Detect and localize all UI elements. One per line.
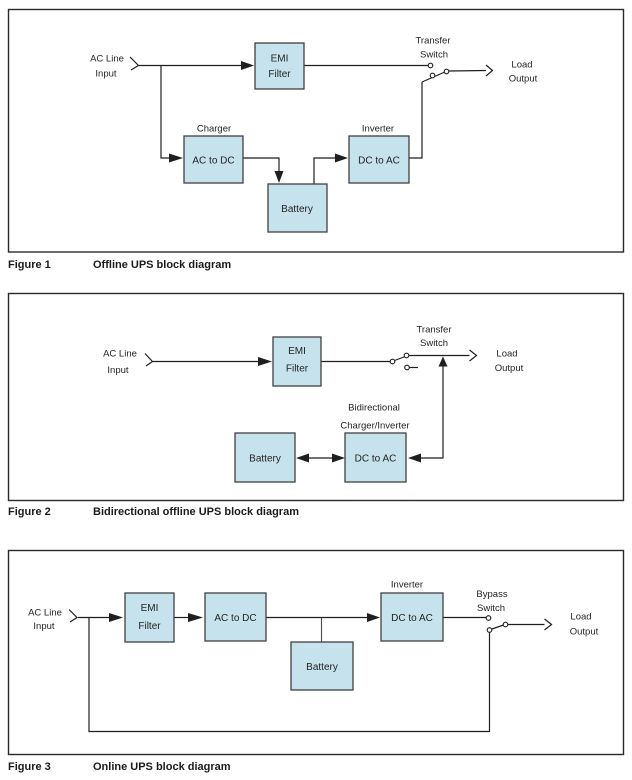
dc-to-ac-text: DC to AC [355, 454, 397, 465]
emi-filter-text: EMI [271, 54, 289, 65]
arrowhead-up [438, 356, 448, 367]
arrowhead-left [296, 453, 309, 463]
figure-1-offline-ups: AC Line Input Transfer Switch Load Outpu… [7, 8, 625, 271]
switch-contact [502, 621, 509, 628]
bypass-switch-symbol [485, 615, 509, 633]
transfer-switch-symbol [389, 352, 418, 371]
figure-3-caption-title: Online UPS block diagram [93, 761, 231, 773]
emi-filter-text: EMI [141, 603, 159, 614]
load-output-label: Load [570, 612, 591, 623]
input-source-chevron [68, 609, 78, 623]
load-output-label: Output [570, 627, 599, 638]
figure-2-caption-title: Bidirectional offline UPS block diagram [93, 506, 299, 518]
emi-filter-text: Filter [268, 69, 291, 80]
transfer-switch-label: Transfer [415, 36, 450, 47]
battery-block [267, 183, 328, 233]
ac-line-label: AC Line [90, 54, 124, 65]
bypass-switch-label: Switch [477, 603, 505, 614]
load-output-arrow [544, 618, 553, 631]
ac-line-label: Input [33, 621, 54, 632]
dc-to-ac-block [344, 432, 407, 483]
emi-filter-block [124, 592, 175, 643]
switch-contact [485, 615, 492, 621]
load-output-label: Output [495, 363, 524, 374]
battery-block [290, 641, 354, 691]
load-output-label: Load [496, 349, 517, 360]
arrowhead [335, 153, 348, 163]
transfer-switch-label: Switch [420, 338, 448, 349]
switch-contact [429, 72, 436, 79]
emi-filter-block [254, 42, 305, 90]
inverter-label: Inverter [391, 580, 423, 591]
arrowhead [109, 613, 123, 622]
figure-1-wires [129, 56, 494, 184]
transfer-switch-label: Transfer [416, 325, 451, 336]
figure-2-bidirectional-offline-ups: AC Line Input Transfer Switch Load Outpu… [7, 292, 625, 518]
load-output-label: Load [511, 60, 532, 71]
ac-line-label: Input [107, 365, 128, 376]
figure-3-caption-label: Figure 3 [8, 761, 51, 773]
emi-filter-text: Filter [138, 621, 161, 632]
ac-to-dc-text: AC to DC [192, 156, 234, 167]
figure-1-caption-title: Offline UPS block diagram [93, 259, 231, 271]
switch-contact [486, 627, 493, 633]
bidirectional-charger-inverter-label: Bidirectional [348, 403, 400, 414]
figure-3-wires [68, 609, 553, 733]
emi-filter-block [272, 336, 322, 387]
transfer-switch-symbol [421, 62, 450, 83]
transfer-switch-label: Switch [420, 50, 448, 61]
dc-to-ac-block [348, 135, 410, 184]
ac-line-label: Input [95, 69, 116, 80]
ac-line-label: AC Line [28, 608, 62, 619]
emi-filter-text: EMI [288, 346, 306, 357]
figure-2-wires [144, 349, 478, 463]
charger-label: Charger [197, 124, 231, 135]
ac-to-dc-text: AC to DC [214, 613, 256, 624]
switch-contact [404, 364, 410, 371]
load-output-arrow [485, 64, 494, 77]
figure-3-online-ups: AC Line Input Inverter Bypass Switch Loa… [7, 549, 625, 773]
bypass-switch-label: Bypass [476, 589, 507, 600]
input-source-chevron [129, 56, 140, 71]
arrowhead [274, 171, 284, 183]
load-output-label: Output [509, 74, 538, 85]
arrowhead-left [408, 453, 421, 463]
ac-to-dc-block [183, 135, 244, 184]
dc-to-ac-text: DC to AC [391, 613, 433, 624]
battery-text: Battery [249, 454, 281, 465]
switch-blade [490, 623, 506, 631]
ac-to-dc-block [204, 592, 267, 642]
inverter-label: Inverter [362, 124, 394, 135]
switch-contact [443, 68, 450, 75]
arrowhead [188, 613, 203, 622]
switch-contact [403, 352, 410, 359]
figure-1-caption-label: Figure 1 [8, 259, 51, 271]
dc-to-ac-text: DC to AC [358, 156, 400, 167]
figure-2-caption-label: Figure 2 [8, 506, 51, 518]
bypass-path [88, 617, 491, 733]
arrowhead [241, 61, 254, 70]
figure-1-frame [7, 8, 625, 253]
arrowhead [367, 613, 380, 622]
battery-block [234, 432, 296, 483]
emi-filter-text: Filter [286, 364, 309, 375]
switch-contact [389, 358, 396, 365]
arrowhead [258, 357, 272, 366]
figure-2-frame [7, 292, 625, 502]
bidirectional-charger-inverter-label: Charger/Inverter [340, 421, 409, 432]
switch-contact [427, 62, 434, 69]
input-source-chevron [144, 353, 154, 367]
battery-text: Battery [281, 204, 313, 215]
battery-text: Battery [306, 662, 338, 673]
load-output-arrow [469, 349, 478, 362]
ac-line-label: AC Line [103, 349, 137, 360]
arrowhead [169, 153, 183, 163]
arrowhead-right [332, 453, 345, 463]
dc-to-ac-block [380, 592, 444, 642]
figure-3-frame [7, 549, 625, 756]
